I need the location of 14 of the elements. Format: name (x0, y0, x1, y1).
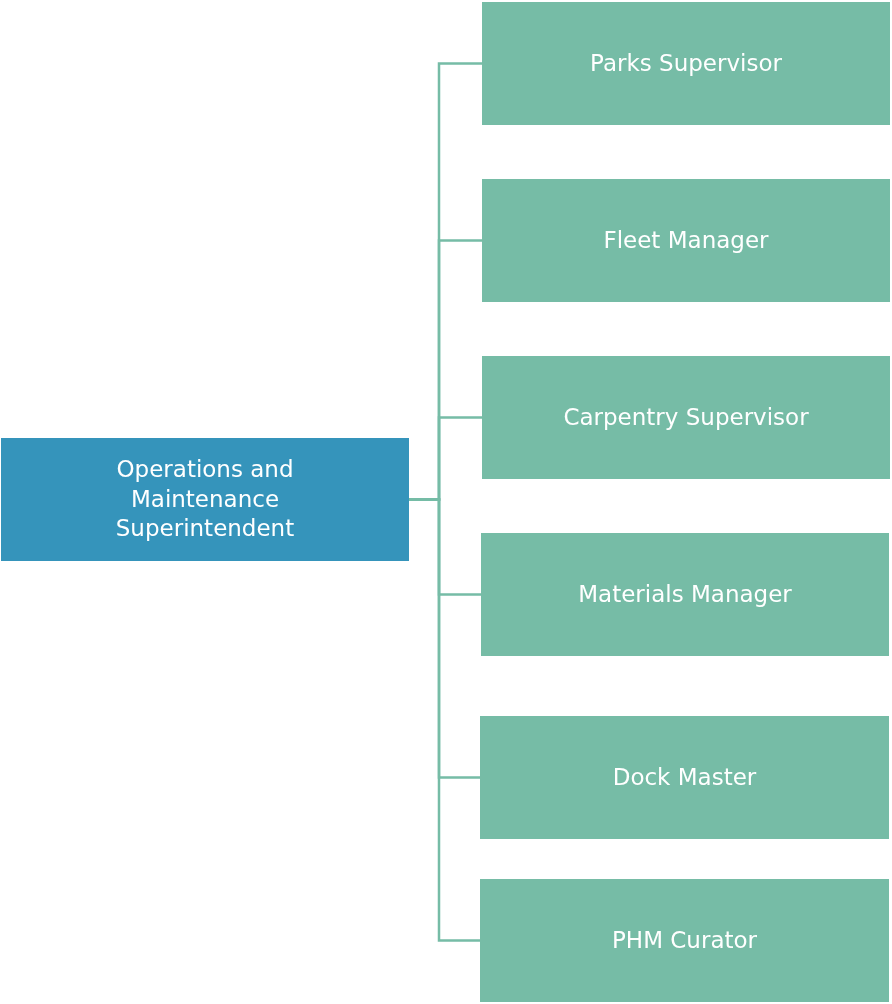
role-box (482, 179, 890, 302)
role-title: Fleet Manager (603, 225, 769, 255)
role-title: Dock Master (612, 762, 757, 792)
role-box (480, 716, 889, 839)
role-title: Carpentry Supervisor (563, 402, 809, 432)
manager-box (1, 438, 409, 561)
role-box (482, 356, 890, 479)
role-title: Materials Manager (578, 579, 792, 609)
role-box (480, 879, 889, 1002)
role-title: PHM Curator (611, 925, 758, 955)
role-box (481, 533, 889, 656)
role-title: Operations and Maintenance Superintendent (114, 454, 296, 544)
role-box (482, 2, 890, 125)
role-title: Parks Supervisor (590, 48, 782, 78)
